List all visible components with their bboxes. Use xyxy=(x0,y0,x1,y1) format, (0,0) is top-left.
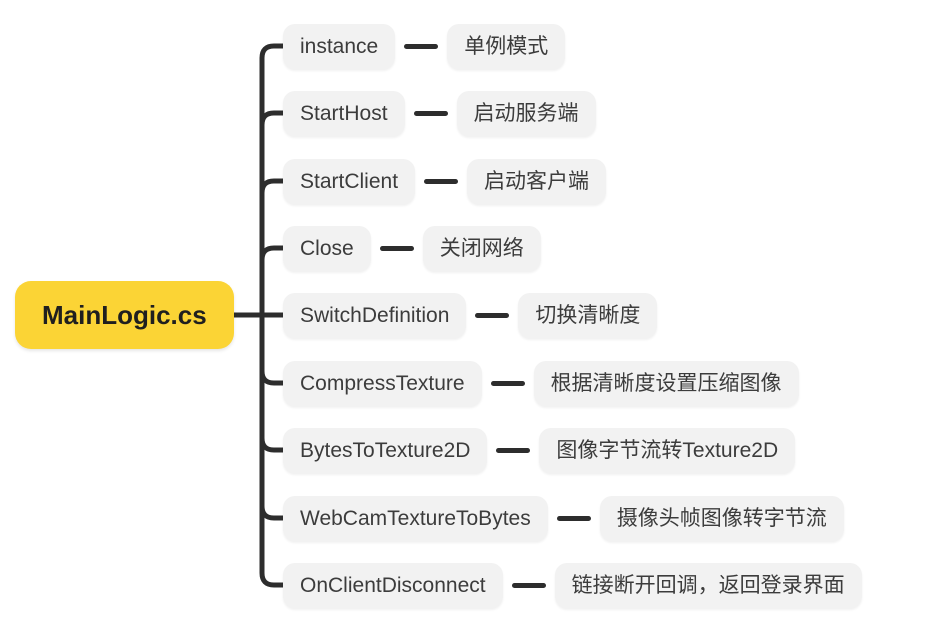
connector-dash xyxy=(490,381,525,386)
method-node: StartHost xyxy=(283,91,405,136)
mindmap-row: WebCamTextureToBytes 摄像头帧图像转字节流 xyxy=(283,496,844,541)
description-node: 启动客户端 xyxy=(467,159,607,204)
mindmap-row: Close 关闭网络 xyxy=(283,226,541,271)
method-node: WebCamTextureToBytes xyxy=(283,496,548,541)
connector-dash xyxy=(404,44,439,49)
mindmap-row: StartHost 启动服务端 xyxy=(283,91,596,136)
description-node: 切换清晰度 xyxy=(518,293,658,338)
connector-dash xyxy=(475,313,510,318)
mindmap-row: BytesToTexture2D 图像字节流转Texture2D xyxy=(283,428,796,473)
method-node: StartClient xyxy=(283,159,416,204)
method-node: SwitchDefinition xyxy=(283,293,467,338)
mindmap-row: CompressTexture 根据清晰度设置压缩图像 xyxy=(283,361,799,406)
method-node: instance xyxy=(283,24,396,69)
description-node: 链接断开回调，返回登录界面 xyxy=(554,563,862,608)
connector-dash xyxy=(424,179,459,184)
mindmap-row: SwitchDefinition 切换清晰度 xyxy=(283,293,658,338)
mindmap-row: StartClient 启动客户端 xyxy=(283,159,607,204)
description-node: 摄像头帧图像转字节流 xyxy=(599,496,844,541)
description-node: 启动服务端 xyxy=(456,91,596,136)
description-node: 根据清晰度设置压缩图像 xyxy=(533,361,799,406)
method-node: Close xyxy=(283,226,371,271)
connector-dash xyxy=(413,111,448,116)
mindmap-row: instance 单例模式 xyxy=(283,24,566,69)
connector-dash xyxy=(379,246,414,251)
description-node: 关闭网络 xyxy=(422,226,541,271)
description-node: 图像字节流转Texture2D xyxy=(539,428,796,473)
connector-dash xyxy=(511,583,546,588)
connector-dash xyxy=(496,448,531,453)
method-node: CompressTexture xyxy=(283,361,482,406)
description-node: 单例模式 xyxy=(447,24,566,69)
connector-dash xyxy=(556,516,591,521)
mindmap-row: OnClientDisconnect 链接断开回调，返回登录界面 xyxy=(283,563,862,608)
root-node-mainlogic: MainLogic.cs xyxy=(15,281,234,349)
method-node: BytesToTexture2D xyxy=(283,428,488,473)
method-node: OnClientDisconnect xyxy=(283,563,503,608)
